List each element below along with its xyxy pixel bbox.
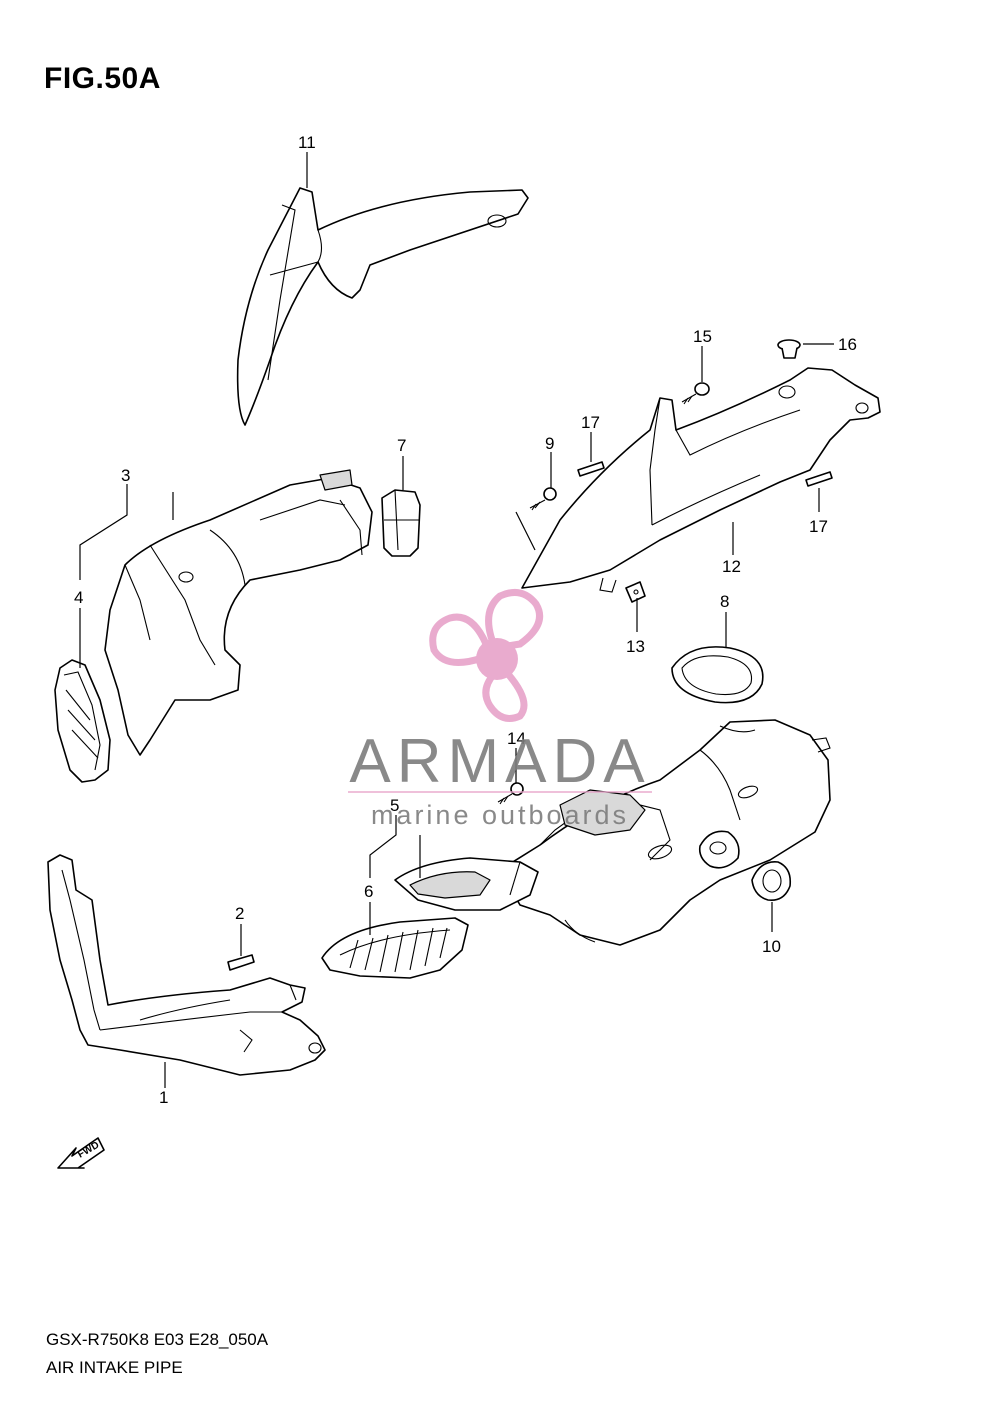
leader-lines — [79, 152, 834, 1088]
callout-15: 15 — [693, 327, 712, 346]
callout-13: 13 — [626, 637, 645, 656]
part-5-intake-nozzle — [394, 857, 539, 911]
fwd-arrow-icon: FWD — [57, 1137, 105, 1169]
callout-7: 7 — [397, 436, 406, 455]
part-9-screw — [529, 487, 557, 511]
watermark-brand: ARMADA — [349, 727, 650, 796]
part-3-intake-duct — [104, 469, 373, 756]
part-2-label — [227, 954, 255, 971]
figure-name: AIR INTAKE PIPE — [46, 1358, 183, 1377]
callout-numbers: 11 7 3 4 15 16 17 9 17 12 13 8 14 5 6 2 … — [74, 133, 857, 1107]
callout-9: 9 — [545, 434, 554, 453]
callout-12: 12 — [722, 557, 741, 576]
part-11-duct-cover — [236, 187, 529, 426]
part-8-seal-ring — [671, 646, 764, 704]
watermark: ARMADA marine outboards — [348, 588, 652, 830]
callout-3: 3 — [121, 466, 130, 485]
part-17-label-b — [805, 471, 833, 487]
callout-1: 1 — [159, 1088, 168, 1107]
part-12-duct-cover — [521, 367, 881, 593]
callout-14: 14 — [507, 729, 526, 748]
part-4-duct-screen — [54, 659, 111, 783]
part-16-grommet-nut — [777, 339, 801, 359]
part-13-clip — [625, 581, 646, 603]
part-1-lower-duct — [47, 854, 326, 1076]
propeller-logo-icon — [429, 588, 543, 722]
callout-16: 16 — [838, 335, 857, 354]
callout-6: 6 — [364, 882, 373, 901]
part-7-seal — [381, 489, 421, 557]
part-6-intake-grille — [321, 917, 469, 979]
part-10-plug — [751, 861, 792, 902]
callout-11: 11 — [298, 133, 316, 152]
callout-17-b: 17 — [809, 517, 828, 536]
callout-5: 5 — [390, 796, 399, 815]
callout-8: 8 — [720, 592, 729, 611]
callout-10: 10 — [762, 937, 781, 956]
part-main-intake-pipe — [499, 719, 831, 946]
part-15-screw — [681, 382, 710, 405]
model-code: GSX-R750K8 E03 E28_050A — [46, 1330, 269, 1349]
callout-17-a: 17 — [581, 413, 600, 432]
callout-4: 4 — [74, 588, 83, 607]
callout-2: 2 — [235, 904, 244, 923]
figure-title: FIG.50A — [44, 62, 161, 95]
watermark-tagline: marine outboards — [371, 800, 629, 830]
part-17-label-a — [577, 461, 605, 477]
